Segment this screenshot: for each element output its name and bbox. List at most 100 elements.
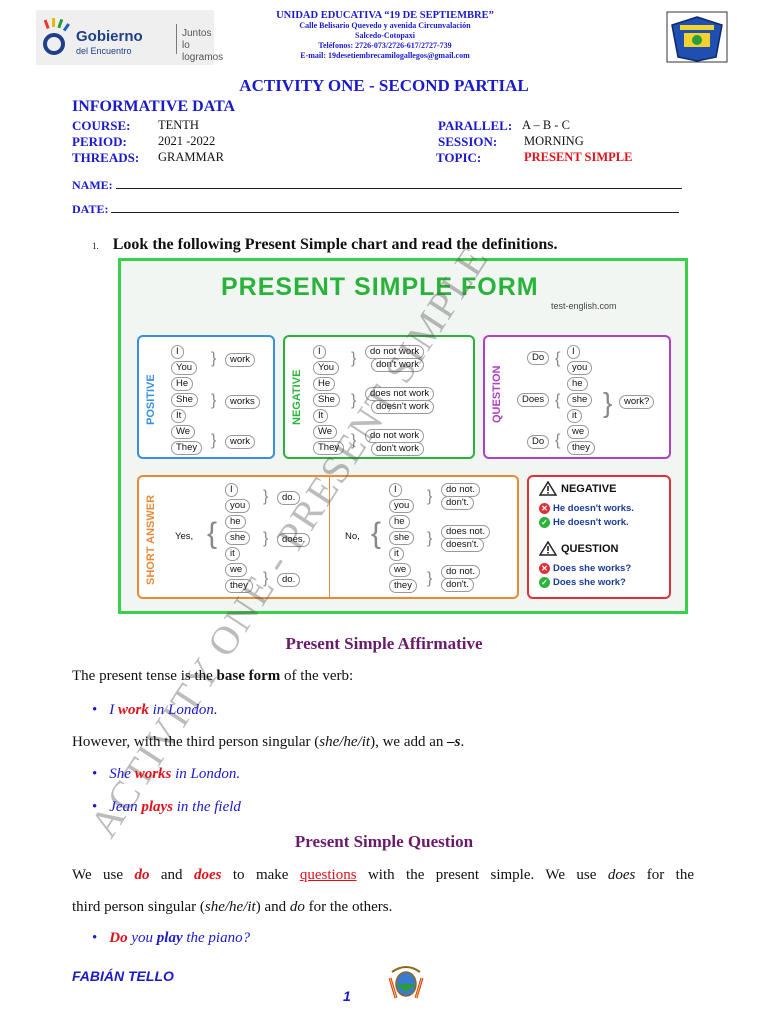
wrong-example: ✕Does she works? (539, 563, 631, 574)
short-answer-label: SHORT ANSWER (145, 494, 157, 585)
short-form: do. (277, 491, 301, 505)
pronoun: He (171, 377, 194, 391)
positive-label: POSITIVE (145, 374, 157, 425)
school-phones: Teléfonos: 2726-073/2726-617/2727-739 (318, 41, 452, 50)
name-label: NAME: (72, 178, 113, 192)
ecuador-crest-icon (388, 966, 424, 999)
short-form: don't. (441, 578, 474, 592)
logo-rays-icon (43, 18, 70, 55)
pronoun: We (171, 425, 196, 439)
brace: } (263, 570, 269, 587)
topic-label: TOPIC: (436, 150, 482, 165)
warning-icon (539, 481, 557, 496)
positive-box: POSITIVE I You He She It We They } } } w… (137, 335, 275, 459)
example-2: She works in London. (92, 766, 240, 783)
pronoun: she (389, 531, 415, 545)
threads-value: GRAMMAR (158, 150, 224, 164)
pronoun: he (567, 377, 588, 391)
school-name: UNIDAD EDUCATIVA “19 DE SEPTIEMBRE” (276, 10, 494, 21)
pronoun: you (567, 361, 593, 375)
session-label: SESSION: (438, 134, 498, 149)
brace: { (555, 392, 561, 409)
pronoun: I (567, 345, 580, 359)
pronoun: I (225, 483, 238, 497)
present-simple-chart: PRESENT SIMPLE FORM test-english.com POS… (118, 258, 688, 614)
pronoun: it (567, 409, 582, 423)
pronoun: they (389, 579, 417, 593)
brace: } (351, 350, 357, 367)
topic-value: PRESENT SIMPLE (524, 150, 633, 164)
example-1: I work in London. (92, 702, 217, 719)
date-label: DATE: (72, 202, 109, 216)
question-paragraph-line-2: third person singular (she/he/it) and do… (72, 899, 393, 915)
check-icon: ✓ (539, 577, 550, 588)
school-city: Salcedo-Cotopaxi (355, 31, 415, 40)
pronoun: they (567, 441, 595, 455)
logo-title: Gobierno (76, 28, 143, 45)
affirmative-paragraph-2: However, with the third person singular … (72, 734, 465, 750)
pronoun: I (389, 483, 402, 497)
auxiliary: Does (517, 393, 550, 407)
check-icon: ✓ (539, 517, 550, 528)
pronoun: They (171, 441, 203, 455)
school-address: Calle Belisario Quevedo y avenida Circun… (299, 21, 471, 30)
pronoun: we (225, 563, 248, 577)
pronoun: it (225, 547, 240, 561)
brace: { (555, 432, 561, 449)
brace: } (263, 530, 269, 547)
chart-title: PRESENT SIMPLE FORM (221, 273, 539, 301)
name-line[interactable]: NAME: (72, 176, 682, 193)
name-blank[interactable] (115, 176, 682, 189)
pronoun: he (389, 515, 410, 529)
page-title: ACTIVITY ONE - SECOND PARTIAL (239, 76, 529, 95)
course-value: TENTH (158, 118, 199, 132)
date-line[interactable]: DATE: (72, 200, 680, 217)
brace: } (427, 570, 433, 587)
mistakes-box: NEGATIVE ✕He doesn't works. ✓He doesn't … (527, 475, 671, 599)
verb-form: don't work (371, 358, 425, 372)
verb-form: work? (619, 395, 655, 409)
question-heading: Present Simple Question (294, 832, 474, 851)
brace: } (351, 432, 357, 449)
right-example: ✓Does she work? (539, 577, 626, 588)
cross-icon: ✕ (539, 503, 550, 514)
auxiliary: Do (527, 351, 550, 365)
pronoun: she (567, 393, 593, 407)
threads-label: THREADS: (72, 150, 140, 165)
cross-icon: ✕ (539, 563, 550, 574)
short-form: does. (277, 533, 311, 547)
negative-warning-title: NEGATIVE (561, 483, 617, 495)
pronoun: we (567, 425, 590, 439)
pronoun: It (171, 409, 187, 423)
negative-box: NEGATIVE I You He She It We They } } } d… (283, 335, 475, 459)
date-blank[interactable] (111, 200, 680, 213)
no-text: No, (345, 531, 360, 542)
period-value: 2021 -2022 (158, 134, 216, 148)
pronoun: They (313, 441, 345, 455)
brace: } (351, 392, 357, 409)
session-value: MORNING (524, 134, 584, 148)
auxiliary: Do (527, 435, 550, 449)
short-form: do not. (441, 483, 481, 497)
pronoun: She (171, 393, 198, 407)
school-header: UNIDAD EDUCATIVA “19 DE SEPTIEMBRE” Call… (260, 10, 510, 61)
short-form: do. (277, 573, 301, 587)
question-box: QUESTION Do Does Do { { { I you he she i… (483, 335, 671, 459)
short-form: does not. (441, 525, 491, 539)
logo-subtitle: del Encuentro (76, 46, 132, 56)
informative-data-heading: INFORMATIVE DATA (72, 98, 236, 115)
course-label: COURSE: (72, 118, 131, 133)
author-name: FABIÁN TELLO (72, 968, 174, 984)
school-seal-icon (666, 11, 728, 63)
short-form: doesn't. (441, 538, 484, 552)
affirmative-heading: Present Simple Affirmative (285, 634, 483, 653)
brace: } (211, 392, 217, 409)
pronoun: You (313, 361, 340, 375)
pronoun: we (389, 563, 412, 577)
pronoun: they (225, 579, 253, 593)
brace: { (371, 517, 382, 550)
chart-source: test-english.com (551, 301, 617, 311)
period-label: PERIOD: (72, 134, 127, 149)
verb-form: don't work (371, 442, 425, 456)
